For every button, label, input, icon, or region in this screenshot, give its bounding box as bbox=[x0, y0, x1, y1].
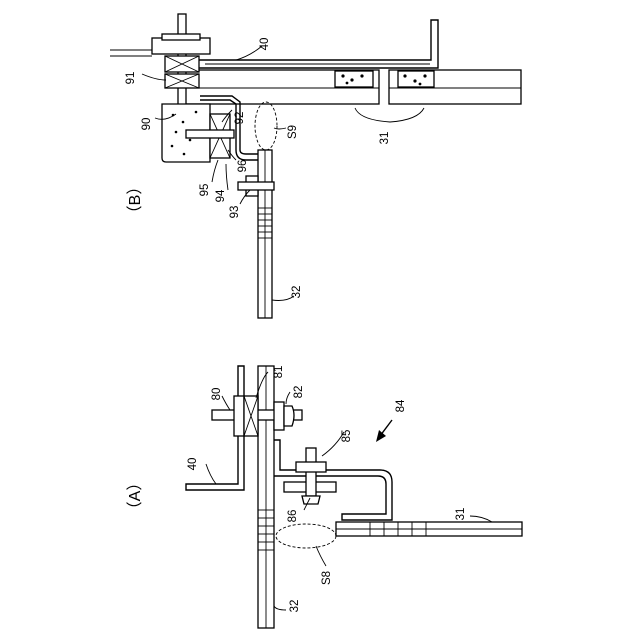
label-85: 85 bbox=[341, 430, 353, 443]
label-94: 94 bbox=[215, 189, 227, 202]
gap-s9 bbox=[255, 102, 277, 150]
label-31-a: 31 bbox=[455, 508, 467, 521]
label-92: 92 bbox=[234, 112, 246, 125]
label-40-a: 40 bbox=[187, 458, 199, 471]
member-32-a bbox=[258, 366, 274, 628]
label-84: 84 bbox=[395, 399, 407, 412]
rail-31-a bbox=[336, 522, 522, 536]
label-93: 93 bbox=[229, 206, 241, 219]
figure-b-title: （B） bbox=[126, 179, 144, 222]
figure-a-title: （A） bbox=[126, 475, 144, 518]
figure-b: （B） 40 91 90 92 S9 96 95 94 93 31 32 bbox=[110, 14, 521, 318]
label-80: 80 bbox=[211, 388, 223, 401]
label-81: 81 bbox=[273, 366, 285, 379]
label-s9: S9 bbox=[287, 125, 299, 139]
label-32-b: 32 bbox=[291, 286, 303, 299]
label-86: 86 bbox=[287, 510, 299, 523]
figure-a: （A） 80 81 82 84 85 40 86 31 S8 32 bbox=[126, 366, 522, 628]
frame-40-b bbox=[185, 20, 438, 68]
label-96: 96 bbox=[237, 160, 249, 173]
label-s8: S8 bbox=[321, 571, 333, 585]
label-32-a: 32 bbox=[289, 600, 301, 613]
label-90: 90 bbox=[141, 118, 153, 131]
hook-plate-84 bbox=[274, 440, 392, 520]
label-31-b: 31 bbox=[379, 132, 391, 145]
gap-s8 bbox=[276, 524, 336, 548]
label-91: 91 bbox=[125, 72, 137, 85]
member-32-b bbox=[238, 150, 274, 318]
arrow-84 bbox=[376, 420, 392, 442]
label-82: 82 bbox=[293, 386, 305, 399]
label-95: 95 bbox=[199, 184, 211, 197]
label-40-b: 40 bbox=[259, 38, 271, 51]
